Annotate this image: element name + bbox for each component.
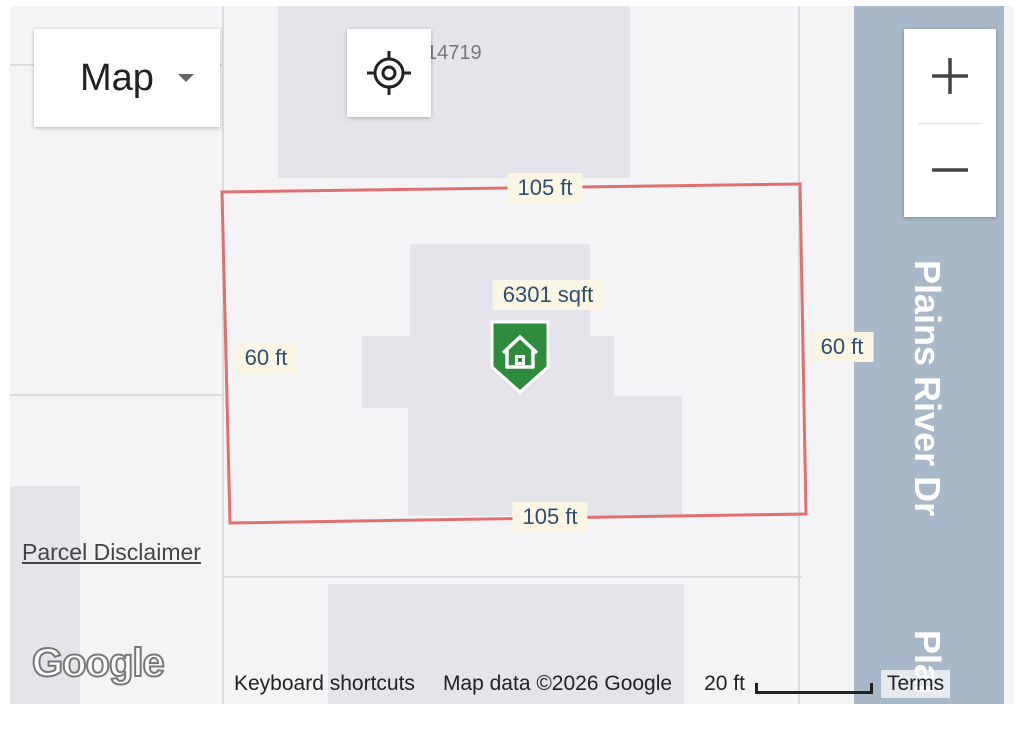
zoom-out-button[interactable] [904,123,996,217]
building-footprint [328,584,684,704]
neighbor-address-label: 14719 [426,42,482,64]
my-location-button[interactable] [347,29,431,117]
map-type-dropdown[interactable]: Map [34,29,220,127]
parcel-outline [220,182,808,525]
building-footprint [408,396,682,516]
terms-link[interactable]: Terms [880,670,951,698]
parcel-disclaimer-link[interactable]: Parcel Disclaimer [22,539,201,565]
map-footer: Keyboard shortcuts Map data ©2026 Google… [220,668,1014,700]
parcel-right-length: 60 ft [810,332,874,362]
scale-label: 20 ft [704,672,745,695]
chevron-down-icon [177,74,194,82]
parcel-left-length: 60 ft [234,343,298,373]
lot-line [222,576,802,578]
crosshair-icon [367,51,411,95]
keyboard-shortcuts-link[interactable]: Keyboard shortcuts [234,672,415,695]
lot-line [10,394,222,396]
house-icon[interactable] [489,319,551,395]
parcel-boundary [220,182,808,525]
zoom-divider [918,123,982,124]
zoom-control [904,29,996,217]
map-type-label: Map [80,56,154,99]
google-logo[interactable]: Google [31,640,166,686]
map-data-attribution[interactable]: Map data ©2026 Google [442,672,673,695]
map-canvas[interactable]: 14719 Plains River Dr Plai 105 ft 105 ft… [10,6,1014,704]
parcel-area: 6301 sqft [492,280,604,310]
zoom-in-button[interactable] [904,29,996,123]
lot-line [222,6,224,704]
scale-indicator[interactable]: 20 ft [686,672,873,696]
building-footprint [278,6,630,178]
parcel-top-length: 105 ft [507,173,583,203]
minus-icon [932,168,968,172]
parcel-bottom-length: 105 ft [512,502,588,532]
building-footprint [10,486,80,704]
lot-line [798,6,800,704]
plus-icon [932,58,968,94]
scale-bar [754,682,873,694]
